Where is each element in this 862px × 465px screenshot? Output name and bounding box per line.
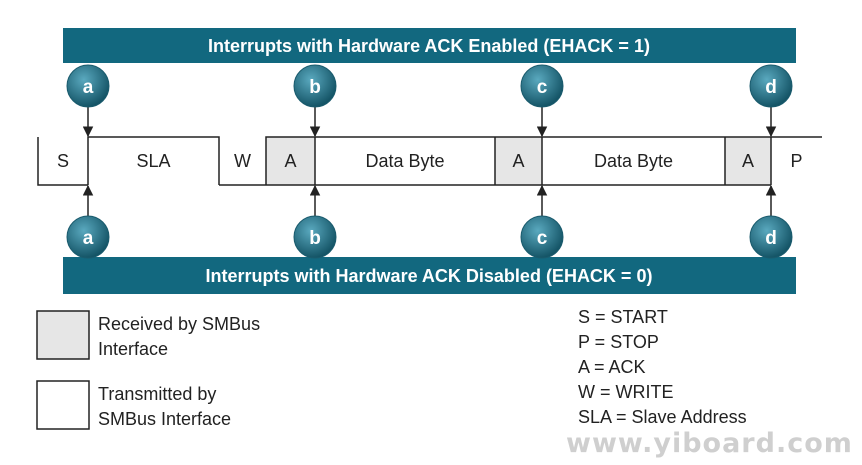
- segment-label-received: A: [284, 151, 296, 171]
- marker-badge-bottom: [293, 215, 337, 259]
- marker-badge-top: [293, 64, 337, 108]
- legend-transmitted-swatch: [36, 380, 90, 430]
- key-entry: S = START: [578, 307, 668, 327]
- segment-label-plain: P: [790, 151, 802, 171]
- marker-badge-bottom: [66, 215, 110, 259]
- segment-label-plain: S: [57, 151, 69, 171]
- segment-received-fill: [266, 137, 315, 185]
- banner-bottom-text: Interrupts with Hardware ACK Disabled (E…: [206, 266, 653, 286]
- marker-badge-top: [749, 64, 793, 108]
- legend-transmitted-line1: Transmitted by: [98, 384, 216, 404]
- banner-top: [63, 28, 796, 63]
- marker-label-bottom: d: [765, 228, 777, 249]
- banner-top-text: Interrupts with Hardware ACK Enabled (EH…: [208, 36, 650, 56]
- legend-received-swatch: [36, 310, 90, 360]
- abbreviation-key: S = START P = STOP A = ACK W = WRITE SLA = S…: [578, 307, 747, 427]
- watermark: www.yiboard.com: [566, 428, 853, 459]
- marker-label-bottom: c: [537, 228, 548, 249]
- segment-label-plain: W: [234, 151, 251, 171]
- segment-label-transmitted: SLA: [136, 151, 170, 171]
- segment-label-received: A: [512, 151, 524, 171]
- key-entry: W = WRITE: [578, 382, 674, 402]
- legend-received-line1: Received by SMBus: [98, 314, 260, 334]
- segment-received-fill: [495, 137, 542, 185]
- marker-badge-top: [66, 64, 110, 108]
- legend-received-line2: Interface: [98, 339, 168, 359]
- marker-label-top: a: [83, 77, 94, 98]
- legend-transmitted-line2: SMBus Interface: [98, 409, 231, 429]
- interrupt-markers: a a b b c c d d: [66, 64, 793, 259]
- segment-received-fill: [725, 137, 771, 185]
- marker-badge-top: [520, 64, 564, 108]
- marker-label-top: b: [309, 77, 321, 98]
- key-entry: SLA = Slave Address: [578, 407, 747, 427]
- segment-label-transmitted: Data Byte: [365, 151, 444, 171]
- marker-badge-bottom: [520, 215, 564, 259]
- segment-label-transmitted: Data Byte: [594, 151, 673, 171]
- frame-segments: S SLA W A Data Byte A Data Byte A P: [37, 136, 822, 186]
- key-entry: A = ACK: [578, 357, 646, 377]
- key-entry: P = STOP: [578, 332, 659, 352]
- marker-label-top: c: [537, 77, 548, 98]
- marker-label-bottom: b: [309, 228, 321, 249]
- segment-label-received: A: [742, 151, 754, 171]
- marker-label-top: d: [765, 77, 777, 98]
- segment-outline: [37, 136, 822, 186]
- marker-badge-bottom: [749, 215, 793, 259]
- banner-bottom: [63, 257, 796, 294]
- marker-label-bottom: a: [83, 228, 94, 249]
